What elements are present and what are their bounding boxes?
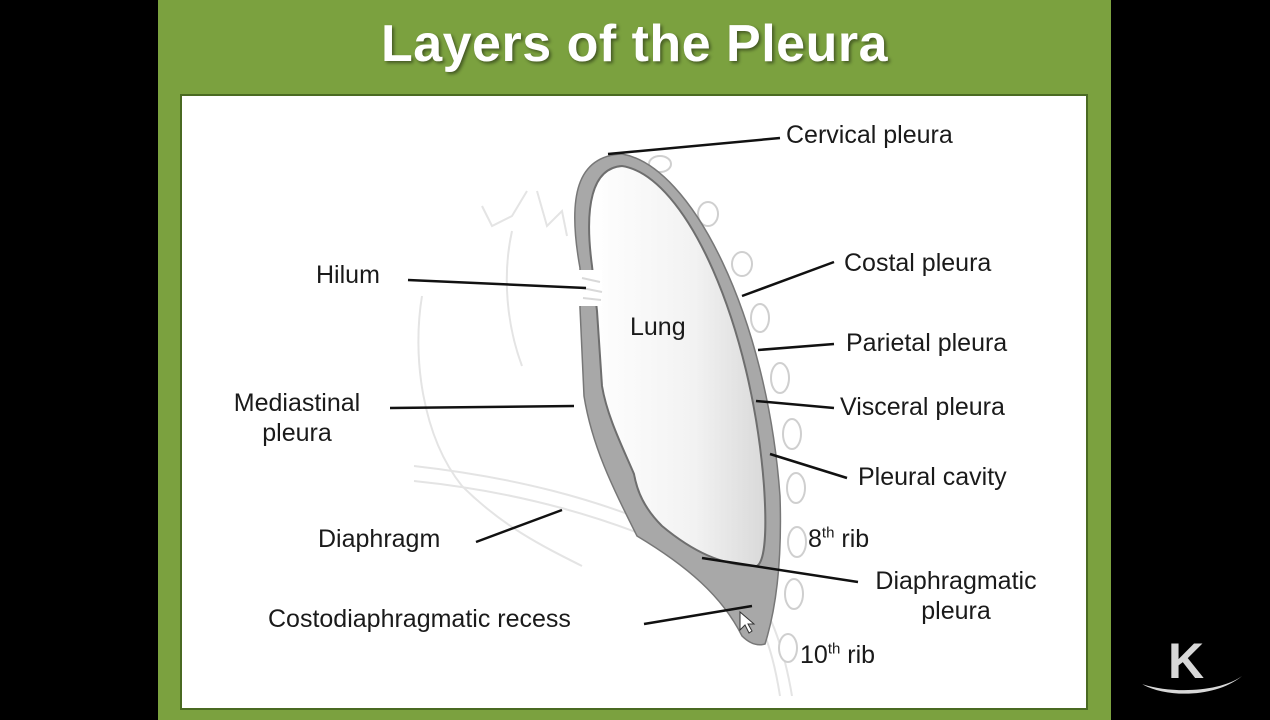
label-8th-rib: 8th rib	[808, 524, 870, 553]
k-swoosh-logo-icon: K	[1136, 628, 1248, 700]
rib-cross-sections	[648, 155, 807, 663]
leader-line-visceral	[755, 399, 835, 410]
rib-section	[648, 155, 672, 173]
leader-line-cavity	[769, 452, 848, 480]
label-diaphragmatic-pleura: Diaphragmatic pleura	[875, 567, 1037, 625]
label-diaphragm: Diaphragm	[318, 525, 441, 553]
leader-lines	[389, 136, 859, 626]
leader-line-cervical	[607, 136, 781, 156]
diagram-panel: Cervical pleura Costal pleura Parietal p…	[180, 94, 1088, 710]
leader-line-diaphragm	[475, 508, 563, 544]
mouse-pointer-icon	[739, 610, 756, 634]
label-pleural-cavity: Pleural cavity	[858, 463, 1007, 491]
label-visceral-pleura: Visceral pleura	[840, 393, 1005, 421]
label-parietal-pleura: Parietal pleura	[846, 329, 1008, 357]
leader-line-recess	[643, 604, 753, 626]
rib-section	[782, 418, 802, 450]
rib-section	[784, 578, 804, 610]
rib-section	[731, 251, 753, 277]
slide-title: Layers of the Pleura	[380, 15, 889, 73]
label-mediastinal-pleura: Mediastinal pleura	[233, 389, 361, 447]
label-costal-pleura: Costal pleura	[844, 249, 992, 277]
pleura-diagram	[389, 136, 859, 697]
rib-section	[778, 633, 798, 663]
slide: Layers of the Pleura	[158, 0, 1111, 720]
svg-text:K: K	[1168, 633, 1204, 689]
rib-section	[787, 526, 807, 558]
label-hilum: Hilum	[316, 261, 380, 289]
leader-line-hilum	[407, 278, 587, 290]
rib-section	[786, 472, 806, 504]
label-cervical-pleura: Cervical pleura	[786, 121, 953, 149]
rib-section	[750, 303, 770, 333]
leader-line-parietal	[757, 342, 835, 352]
rib-section	[697, 201, 719, 227]
leader-line-costal	[741, 260, 835, 298]
leader-line-diaphragmatic	[701, 556, 859, 584]
rib-section	[770, 362, 790, 394]
label-10th-rib: 10th rib	[800, 640, 876, 669]
lung-shape	[588, 164, 767, 568]
leader-line-mediastinal	[389, 404, 575, 410]
label-lung: Lung	[630, 313, 686, 341]
label-costodiaphragmatic-recess: Costodiaphragmatic recess	[268, 605, 571, 633]
